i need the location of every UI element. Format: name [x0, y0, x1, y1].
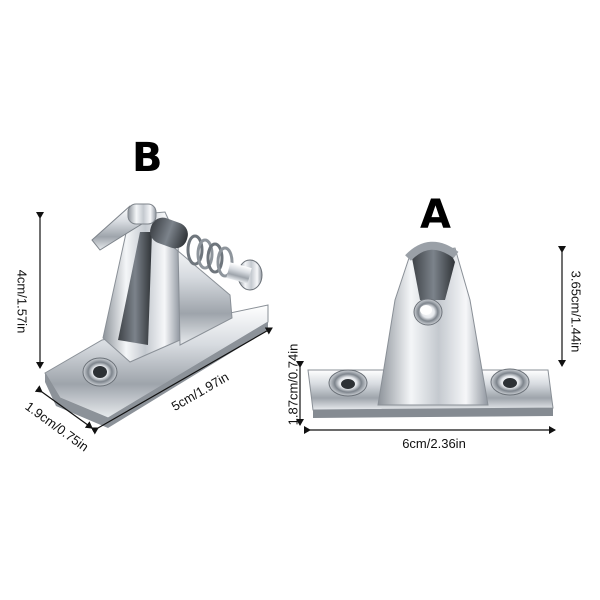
dimension-b-height: 4cm/1.57in [14, 269, 30, 334]
label-product-a: A [420, 192, 451, 238]
dimension-lines [34, 212, 566, 435]
dimension-a-length: 6cm/2.36in [402, 436, 466, 451]
spring [186, 234, 234, 278]
dimension-a-height: 3.65cm/1.44in [568, 270, 584, 353]
deck-hinge-a [307, 241, 554, 418]
label-product-b: B [132, 135, 163, 181]
dimension-a-depth: 1.87cm/0.74in [285, 343, 301, 426]
